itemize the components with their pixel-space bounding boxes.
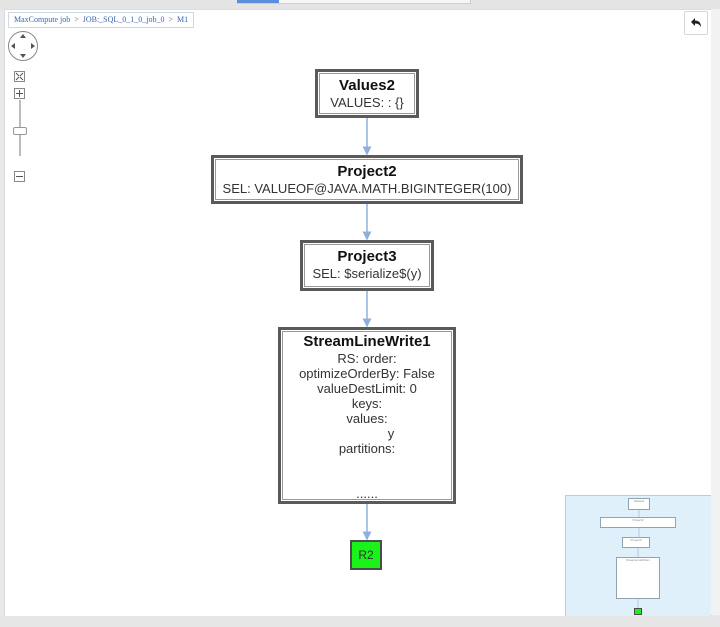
minimap-node-label: Project3 xyxy=(630,538,642,542)
minimap-edges xyxy=(637,510,640,608)
node-detail-line: VALUES: : {} xyxy=(330,95,404,110)
graph-edges xyxy=(362,118,372,541)
node-project3[interactable]: Project3 SEL: $serialize$(y) xyxy=(300,240,434,291)
breadcrumb-separator: > xyxy=(74,15,79,24)
node-r2-output[interactable]: R2 xyxy=(350,540,382,570)
breadcrumb-item-sql-job[interactable]: JOB:_SQL_0_1_0_job_0 xyxy=(82,15,165,24)
node-detail-line: partitions: xyxy=(338,441,396,456)
breadcrumb-item-m1[interactable]: M1 xyxy=(177,15,189,24)
fit-screen-icon xyxy=(14,71,25,82)
node-detail-line: keys: xyxy=(351,396,383,411)
zoom-out-icon xyxy=(14,171,25,182)
node-title: Project2 xyxy=(337,163,397,180)
undo-arrow-icon xyxy=(691,18,701,27)
node-detail-line xyxy=(281,471,453,486)
minimap-node-r2 xyxy=(634,608,642,615)
minimap-node-label: StreamLineWrite1 xyxy=(626,558,650,562)
undo-button[interactable] xyxy=(684,11,708,35)
bottom-strip xyxy=(0,616,720,627)
pan-arrows-icon xyxy=(8,31,38,61)
minimap-node-values2: Values2 xyxy=(628,498,650,510)
minimap[interactable]: Values2 Project2 Project3 StreamLineWrit… xyxy=(565,495,711,616)
minimap-node-label: Values2 xyxy=(633,499,645,503)
active-tab-indicator xyxy=(237,0,279,3)
node-title: Project3 xyxy=(337,248,397,265)
breadcrumb-item-job[interactable]: MaxCompute job xyxy=(14,15,71,24)
graph-canvas[interactable]: MaxCompute job>JOB:_SQL_0_1_0_job_0>M1 xyxy=(4,9,712,617)
zoom-in-icon xyxy=(14,88,25,99)
node-detail-line: optimizeOrderBy: False xyxy=(299,366,435,381)
node-values2[interactable]: Values2 VALUES: : {} xyxy=(315,69,419,118)
zoom-slider-handle[interactable] xyxy=(13,127,27,135)
node-detail-line: SEL: VALUEOF@JAVA.MATH.BIGINTEGER(100) xyxy=(222,181,512,196)
node-title: Values2 xyxy=(339,77,395,94)
node-detail-line: values: xyxy=(346,411,388,426)
node-detail-line: RS: order: xyxy=(337,351,397,366)
node-streamlinewrite1[interactable]: StreamLineWrite1 RS: order: optimizeOrde… xyxy=(278,327,456,504)
pan-control[interactable] xyxy=(7,30,39,67)
breadcrumb-separator: > xyxy=(168,15,174,24)
vertical-scrollbar[interactable] xyxy=(711,9,720,615)
node-title: StreamLineWrite1 xyxy=(303,333,431,350)
top-bar xyxy=(0,0,720,9)
node-detail-line xyxy=(281,456,453,471)
node-detail-line: ...... xyxy=(356,486,378,501)
node-project2[interactable]: Project2 SEL: VALUEOF@JAVA.MATH.BIGINTEG… xyxy=(211,155,523,204)
minimap-node-project2: Project2 xyxy=(600,517,676,528)
fit-screen-button[interactable] xyxy=(14,69,25,82)
node-detail-line: SEL: $serialize$(y) xyxy=(312,266,422,281)
node-detail-line: valueDestLimit: 0 xyxy=(317,381,417,396)
zoom-in-button[interactable] xyxy=(14,86,25,99)
zoom-out-button[interactable] xyxy=(14,169,25,182)
minimap-node-project3: Project3 xyxy=(622,537,650,548)
node-detail-line: y xyxy=(387,426,395,441)
minimap-node-streamlinewrite1: StreamLineWrite1 xyxy=(616,557,660,599)
breadcrumb: MaxCompute job>JOB:_SQL_0_1_0_job_0>M1 xyxy=(8,12,195,28)
minimap-node-label: Project2 xyxy=(632,518,644,522)
